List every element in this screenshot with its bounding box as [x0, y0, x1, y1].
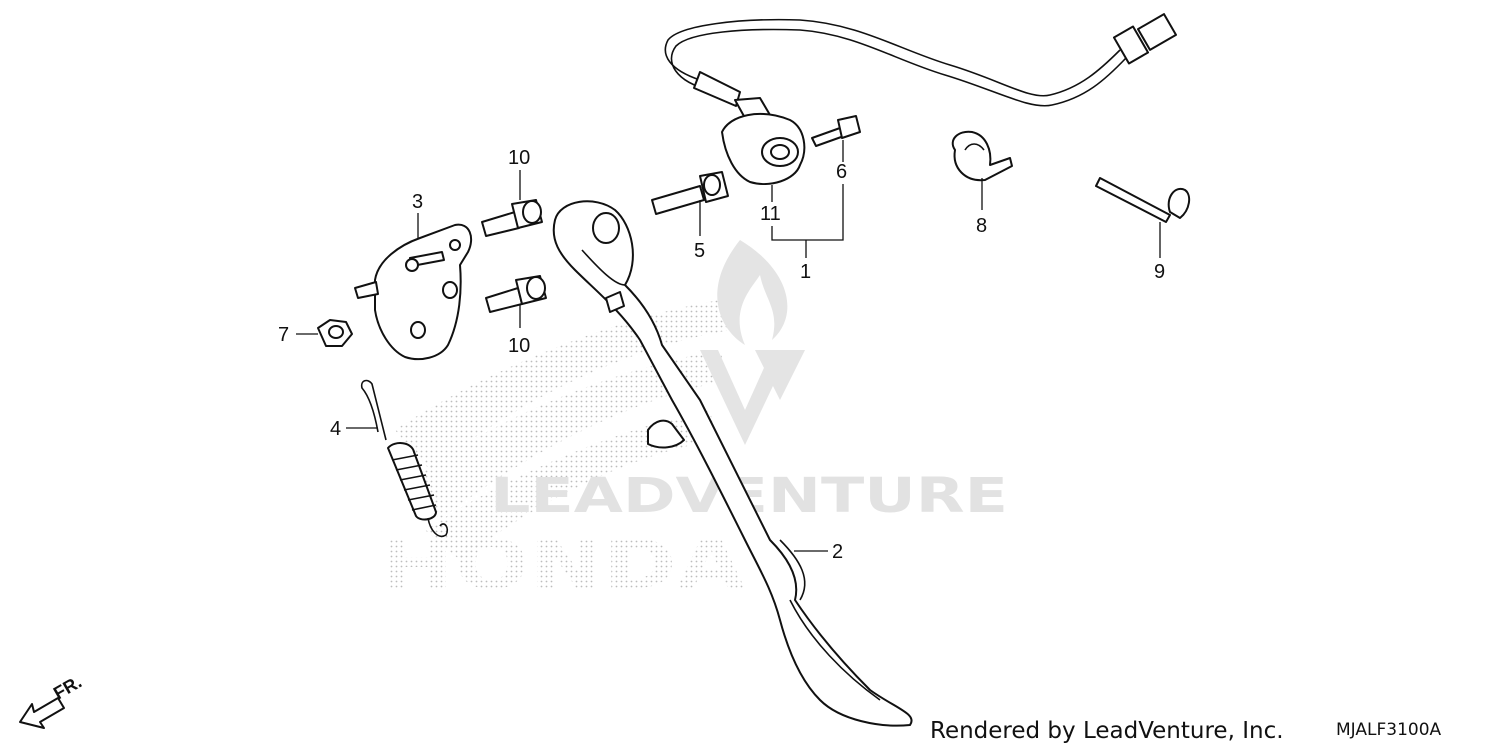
cable-tie-9 [1095, 177, 1191, 223]
callout-5: 5 [694, 240, 705, 262]
callout-10-lower: 10 [508, 335, 530, 357]
callout-1: 1 [800, 261, 811, 283]
callout-8: 8 [976, 215, 987, 237]
callout-3: 3 [412, 191, 423, 213]
clamp-8 [951, 130, 1013, 182]
bolt-6 [811, 115, 861, 147]
footer-credit: Rendered by LeadVenture, Inc. [930, 718, 1284, 744]
leadventure-logo-watermark [700, 240, 805, 445]
side-stand-2 [552, 200, 913, 727]
callout-10-upper: 10 [508, 147, 530, 169]
bolt-10-upper [481, 199, 543, 237]
bracket-plate-3 [354, 223, 473, 361]
diagram-code: MJALF3100A [1336, 720, 1442, 740]
callout-6: 6 [836, 161, 847, 183]
callout-11: 11 [760, 203, 781, 225]
callout-7: 7 [278, 324, 289, 346]
bolt-5 [651, 171, 729, 215]
side-stand-switch-harness [664, 13, 1177, 185]
honda-watermark-text: HONDA [380, 526, 745, 605]
spring-4 [360, 379, 449, 537]
callout-2: 2 [832, 541, 843, 563]
bolt-10-lower [485, 275, 547, 313]
callout-9: 9 [1154, 261, 1165, 283]
nut-7 [317, 319, 353, 347]
leader-lines [296, 140, 1161, 552]
front-direction-arrow-icon [19, 697, 65, 729]
callout-4: 4 [330, 418, 341, 440]
